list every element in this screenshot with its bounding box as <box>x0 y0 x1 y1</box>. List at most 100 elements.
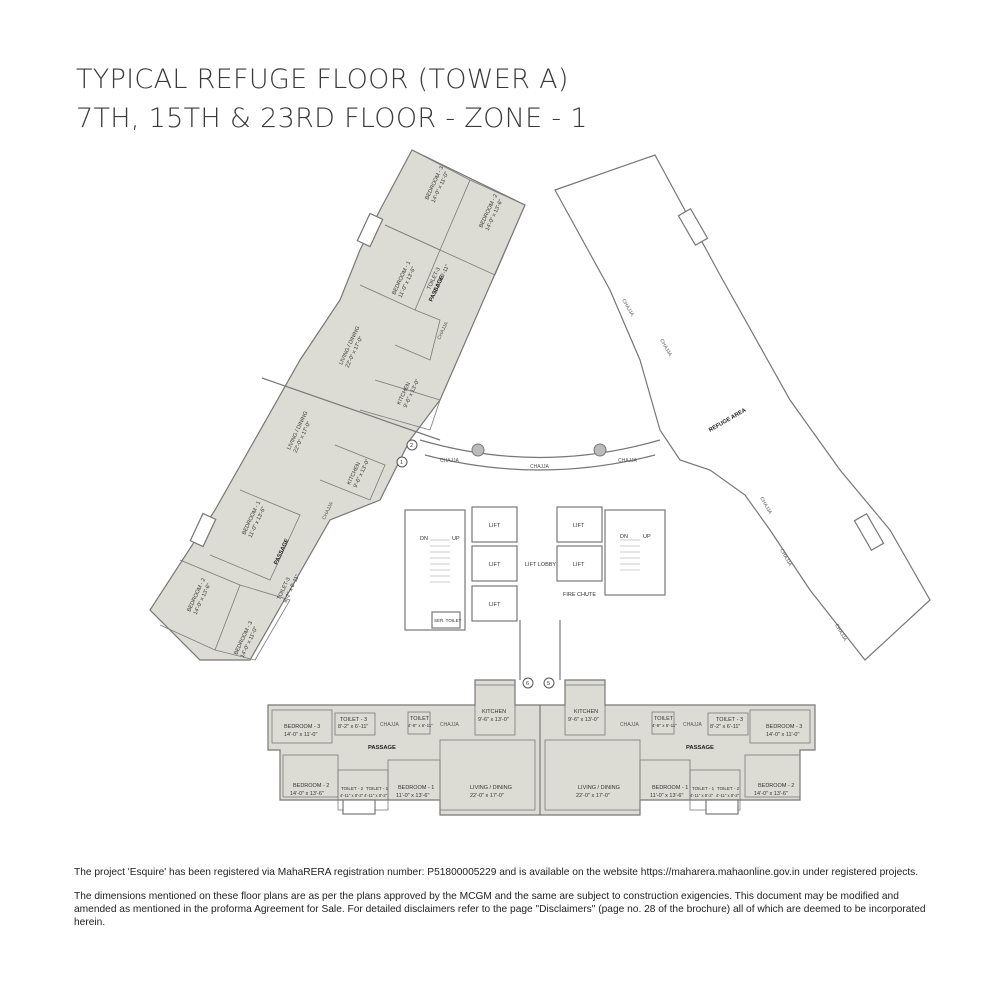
balcony <box>342 799 376 815</box>
room-dimension: 22'-0" x 17'-0" <box>576 793 610 799</box>
rera-disclaimer: The project 'Esquire' has been registere… <box>74 867 919 878</box>
dimensions-disclaimer: The dimensions mentioned on these floor … <box>74 891 926 928</box>
room-outline <box>334 712 376 736</box>
balcony <box>853 512 885 552</box>
passage-label: PASSAGE <box>368 745 396 751</box>
corridor-outer <box>419 439 661 459</box>
room-label: TOILET - 3 <box>340 717 367 723</box>
left-wing: BEDROOM - 3 14'-0" x 11'-0" BEDROOM - 2 … <box>149 149 526 661</box>
column <box>593 443 607 457</box>
stair-left <box>404 509 466 631</box>
bottom-wing: PASSAGE PASSAGE CHAJJA CHAJJA CHAJJA CHA… <box>267 679 816 816</box>
lift-label: LIFT <box>573 523 585 529</box>
room-outline <box>439 739 536 811</box>
room-outline <box>744 754 801 798</box>
room-outline <box>439 179 526 276</box>
lift-label: LIFT <box>489 523 501 529</box>
room-outline <box>319 444 386 501</box>
balcony <box>189 512 217 548</box>
room-dimension: 8'-2" x 6'-11" <box>338 724 368 730</box>
room-label: BEDROOM - 1 <box>398 785 434 791</box>
room-label: TOILET - 2 <box>717 786 740 791</box>
room-dimension: 14'-0" x 11'-0" <box>284 732 317 738</box>
room-dimension: 4'-11" x 8'-2" <box>364 793 388 798</box>
room-outline <box>407 711 431 735</box>
balcony <box>705 799 739 815</box>
room-label: TOILET <box>654 716 674 722</box>
room-outline <box>209 489 301 581</box>
stair-dn-label: DN <box>420 536 428 542</box>
lift <box>471 585 518 622</box>
room-dimension: 9'-6" x 13'-0" <box>568 717 599 723</box>
room-label: TOILET - 2 <box>341 786 364 791</box>
lift-label: LIFT <box>573 562 585 568</box>
room-dimension: 8'-2" x 6'-11" <box>710 724 740 730</box>
room-outline <box>271 709 333 744</box>
marker-label: 1 <box>400 460 403 466</box>
room-dimension: 14'-0" x 13'-6" <box>290 791 324 797</box>
room-dimension: 11'-0" x 13'-6" <box>396 793 429 799</box>
stair-dn-label: DN <box>620 534 628 540</box>
room-dimension: 9'-6" x 13'-0" <box>478 717 509 723</box>
lift <box>556 506 603 543</box>
marker-2 <box>406 439 418 451</box>
room-dimension: 11'-0" x 13'-6" <box>650 793 683 799</box>
left-wing-unit-divider <box>261 377 441 441</box>
plan-subtitle: 7TH, 15TH & 23RD FLOOR - ZONE - 1 <box>76 103 588 134</box>
lift-label: LIFT <box>489 562 501 568</box>
marker-6 <box>522 677 534 689</box>
room-label: TOILET - 1 <box>366 786 389 791</box>
room-label: TOILET <box>410 716 430 722</box>
room-outline <box>564 684 606 736</box>
lift <box>471 545 518 582</box>
right-wing: REFUGE AREA CHAJJA CHAJJA CHAJJA CHAJJA … <box>554 154 931 661</box>
marker-1 <box>396 456 408 468</box>
room-dimension: 14'-0" x 13'-6" <box>754 791 788 797</box>
marker-label: 5 <box>547 681 550 687</box>
ser-toilet-label: SER. TOILET <box>434 618 462 623</box>
lift-lobby-label: LIFT LOBBY <box>525 562 556 568</box>
room-dimension: 4'-11" x 8'-2" <box>340 793 364 798</box>
room-label: BEDROOM - 2 <box>758 783 794 789</box>
room-label: LIVING / DINING <box>470 785 512 791</box>
room-label: BEDROOM - 3 <box>766 724 802 730</box>
room-outline <box>707 712 749 736</box>
column <box>471 443 485 457</box>
room-outline <box>394 309 441 361</box>
chajja-label: CHAJJA <box>440 722 460 728</box>
room-dimension: 4'-11" x 8'-2" <box>716 793 740 798</box>
balcony <box>677 207 709 247</box>
room-label: BEDROOM - 2 <box>293 783 329 789</box>
chajja-label: CHAJJA <box>530 464 550 470</box>
room-outline <box>359 379 441 431</box>
room-outline <box>651 711 675 735</box>
room-dimension: 22'-0" x 17'-0" <box>470 793 504 799</box>
room-outline <box>474 684 516 736</box>
marker-label: 6 <box>526 681 529 687</box>
corridor-inner <box>424 454 656 471</box>
room-outline <box>359 224 441 311</box>
room-label: BEDROOM - 3 <box>284 724 320 730</box>
marker-5 <box>543 677 555 689</box>
passage-label: PASSAGE <box>686 745 714 751</box>
chajja-label: CHAJJA <box>618 458 638 464</box>
marker-label: 2 <box>410 443 413 449</box>
room-dimension: 4'-11" x 8'-2" <box>690 793 714 798</box>
room-outline <box>749 709 811 744</box>
lift-label: LIFT <box>489 602 501 608</box>
ser-toilet <box>431 611 461 629</box>
lift <box>471 506 518 543</box>
room-label: TOILET - 3 <box>716 717 743 723</box>
stair-up-label: UP <box>452 536 460 542</box>
plan-title: TYPICAL REFUGE FLOOR (TOWER A) <box>76 64 569 95</box>
core: CHAJJA CHAJJA CHAJJA 2 1 DN UP SER. TOIL… <box>396 439 666 689</box>
chajja-label: CHAJJA <box>683 722 703 728</box>
balcony <box>356 212 384 248</box>
left-wing-outline <box>149 149 526 661</box>
room-dimension: 4'-8" x 6'-11" <box>652 723 677 728</box>
stair-up-label: UP <box>643 534 651 540</box>
stair-right <box>604 509 666 596</box>
room-label: BEDROOM - 1 <box>652 785 688 791</box>
room-label: LIVING / DINING <box>578 785 620 791</box>
